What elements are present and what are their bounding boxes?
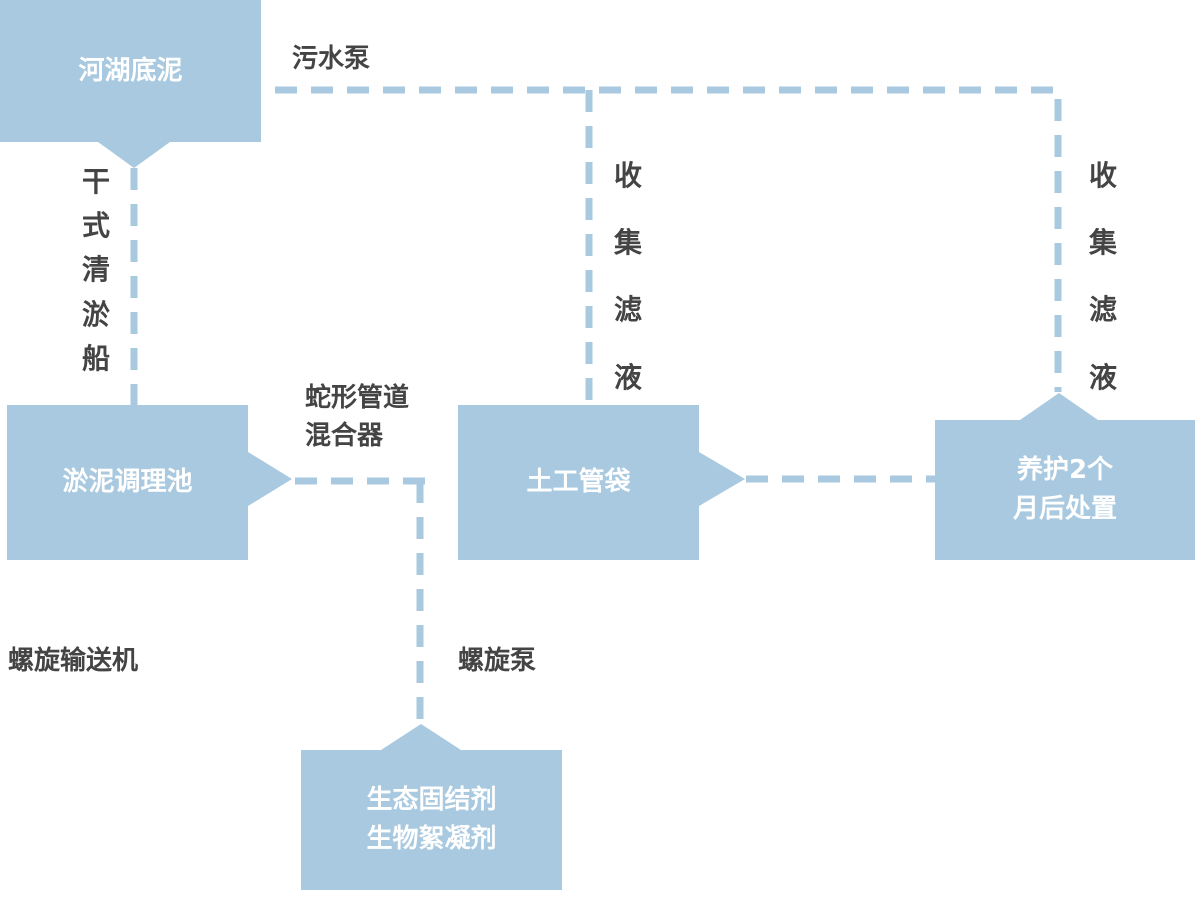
sewage-pump-line: [275, 86, 1062, 392]
river-sediment-box: 河湖底泥: [0, 0, 261, 142]
filtrate-label-2: 收 集 滤 液: [1088, 159, 1117, 394]
filtrate-label-1: 收 集 滤 液: [613, 159, 642, 394]
screw-conveyor-label: 螺旋输送机: [8, 646, 139, 676]
geotextile-bag-pointer: [699, 452, 745, 506]
river-sediment-pointer: [98, 142, 170, 168]
screw-pump-label: 螺旋泵: [458, 646, 537, 676]
agents-pointer: [381, 724, 461, 750]
agents-box: 生态固结剂 生物絮凝剂: [301, 750, 562, 890]
geotextile-bag-box: 土工管袋: [458, 405, 699, 560]
serpentine-mixer-label: 蛇形管道 混合器: [305, 383, 410, 451]
conditioning-tank-pointer: [248, 452, 292, 506]
disposal-box: 养护2个 月后处置: [935, 420, 1195, 560]
conditioning-tank-box: 淤泥调理池: [7, 405, 248, 560]
disposal-pointer: [1020, 393, 1098, 420]
dredger-label: 干 式 清 淤 船: [81, 165, 110, 375]
sewage-pump-label: 污水泵: [292, 44, 371, 74]
